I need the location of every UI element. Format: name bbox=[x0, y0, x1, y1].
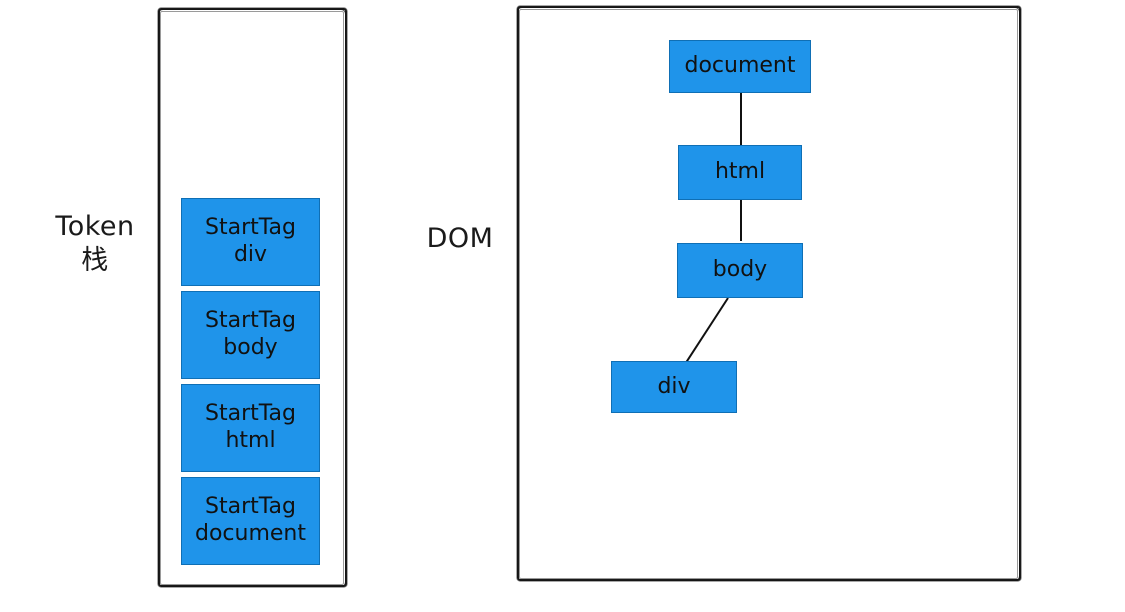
dom-node-label: body bbox=[712, 257, 768, 283]
stack-item-kind: StartTag bbox=[205, 494, 296, 520]
dom-label: DOM bbox=[426, 223, 494, 254]
dom-node-div: div bbox=[611, 361, 737, 413]
stack-item-tag: html bbox=[225, 428, 276, 453]
stack-item-tag: document bbox=[195, 521, 306, 546]
stack-item-tag: div bbox=[233, 242, 268, 267]
stack-item-tag: body bbox=[223, 335, 278, 360]
token-stack-panel bbox=[158, 8, 347, 587]
stack-item-kind: StartTag bbox=[205, 308, 296, 334]
dom-node-document: document bbox=[669, 40, 811, 93]
token-stack-label: Token 栈 bbox=[55, 211, 135, 276]
edge-document-html bbox=[740, 92, 742, 145]
edge-html-body bbox=[740, 200, 742, 241]
dom-node-label: document bbox=[684, 53, 796, 79]
stack-item-kind: StartTag bbox=[205, 215, 296, 241]
stack-item-div: StartTag div bbox=[181, 198, 320, 286]
stack-item-document: StartTag document bbox=[181, 477, 320, 565]
stack-item-body: StartTag body bbox=[181, 291, 320, 379]
dom-node-html: html bbox=[678, 145, 802, 200]
stack-item-kind: StartTag bbox=[205, 401, 296, 427]
stack-item-html: StartTag html bbox=[181, 384, 320, 472]
dom-panel bbox=[517, 6, 1021, 581]
dom-node-label: div bbox=[657, 373, 691, 399]
dom-node-body: body bbox=[677, 243, 803, 298]
dom-node-label: html bbox=[714, 159, 766, 185]
